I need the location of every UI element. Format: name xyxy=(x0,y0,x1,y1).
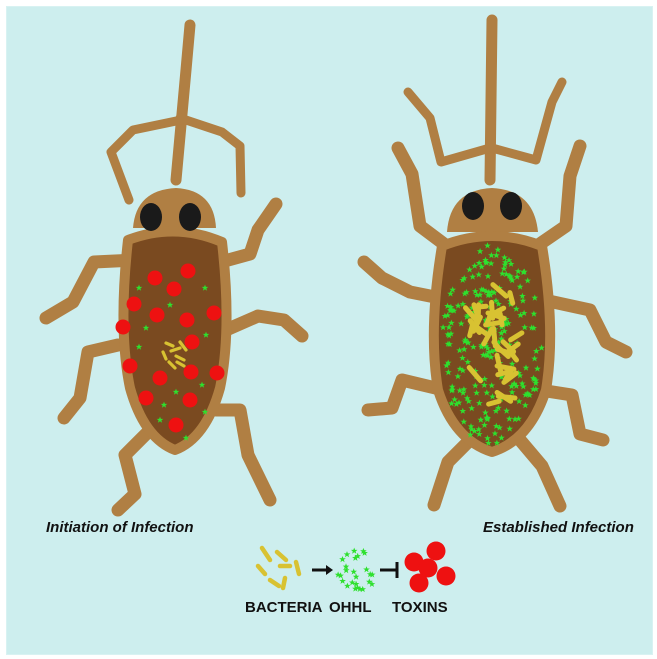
ohhl-star xyxy=(339,556,346,562)
ohhl-star xyxy=(339,578,346,584)
weevil-left-antenna-left xyxy=(111,120,181,200)
legend-toxins-icon xyxy=(405,542,456,593)
ohhl-star xyxy=(363,566,370,572)
toxin-dot xyxy=(148,271,163,286)
toxin-dot xyxy=(210,366,225,381)
legend-ohhl-icon xyxy=(335,548,376,593)
caption-initiation: Initiation of Infection xyxy=(46,519,193,536)
ohhl-star xyxy=(344,583,351,589)
weevil-left-eye-left xyxy=(140,203,162,231)
weevil-right-leg-bl xyxy=(434,440,470,505)
bacterium xyxy=(498,396,515,398)
bacterium xyxy=(498,371,510,374)
weevil-left-antenna-right xyxy=(180,118,241,193)
ohhl-star xyxy=(353,574,360,580)
ohhl-star xyxy=(351,548,358,554)
legend-label-toxins: TOXINS xyxy=(392,599,448,616)
ohhl-star xyxy=(343,567,350,573)
weevil-initiation xyxy=(46,25,302,510)
weevil-right-leg-br xyxy=(520,440,560,506)
inhibition-bar-icon xyxy=(380,562,397,578)
toxin-dot xyxy=(180,313,195,328)
caption-established: Established Infection xyxy=(483,519,634,536)
ohhl-star xyxy=(344,551,351,557)
weevil-right-rostrum xyxy=(490,20,492,180)
bacterium xyxy=(489,401,500,404)
weevil-right-eye-right xyxy=(500,192,522,220)
ohhl-star xyxy=(350,568,357,574)
toxin-dot xyxy=(185,335,200,350)
toxin-dot xyxy=(139,391,154,406)
weevil-left-leg-hl xyxy=(118,430,150,510)
weevil-left-rostrum xyxy=(176,25,190,180)
toxin-dot xyxy=(123,359,138,374)
toxin-dot xyxy=(150,308,165,323)
weevil-right-leg-hr xyxy=(540,390,603,440)
bacterium xyxy=(510,293,513,304)
weevil-left-abdomen xyxy=(123,231,226,450)
legend-bacteria-icon xyxy=(258,548,299,588)
ohhl-star xyxy=(349,579,356,585)
toxin-dot xyxy=(184,365,199,380)
toxin-dot xyxy=(181,264,196,279)
weevil-left-leg-mr xyxy=(226,316,302,336)
legend-label-bacteria: BACTERIA xyxy=(245,599,323,616)
weevil-right-head xyxy=(447,188,538,232)
weevil-left-leg-ml xyxy=(64,345,118,418)
toxin-dot xyxy=(127,297,142,312)
toxin-dot xyxy=(167,282,182,297)
legend-label-ohhl: OHHL xyxy=(329,599,372,616)
toxin-dot xyxy=(183,393,198,408)
toxin-dot xyxy=(153,371,168,386)
toxin-dot xyxy=(207,306,222,321)
toxin-dot xyxy=(169,418,184,433)
weevil-right-antenna-left xyxy=(408,92,490,162)
weevil-left-leg-hr xyxy=(216,410,270,500)
weevil-right-eye-left xyxy=(462,192,484,220)
weevil-right-leg-mr xyxy=(544,300,626,352)
weevil-left-eye-right xyxy=(179,203,201,231)
arrow-right-icon xyxy=(312,565,333,575)
toxin-dot xyxy=(116,320,131,335)
weevil-right-antenna-right xyxy=(492,82,562,160)
bacterium xyxy=(497,366,514,369)
weevil-right-leg-fr xyxy=(534,146,580,248)
